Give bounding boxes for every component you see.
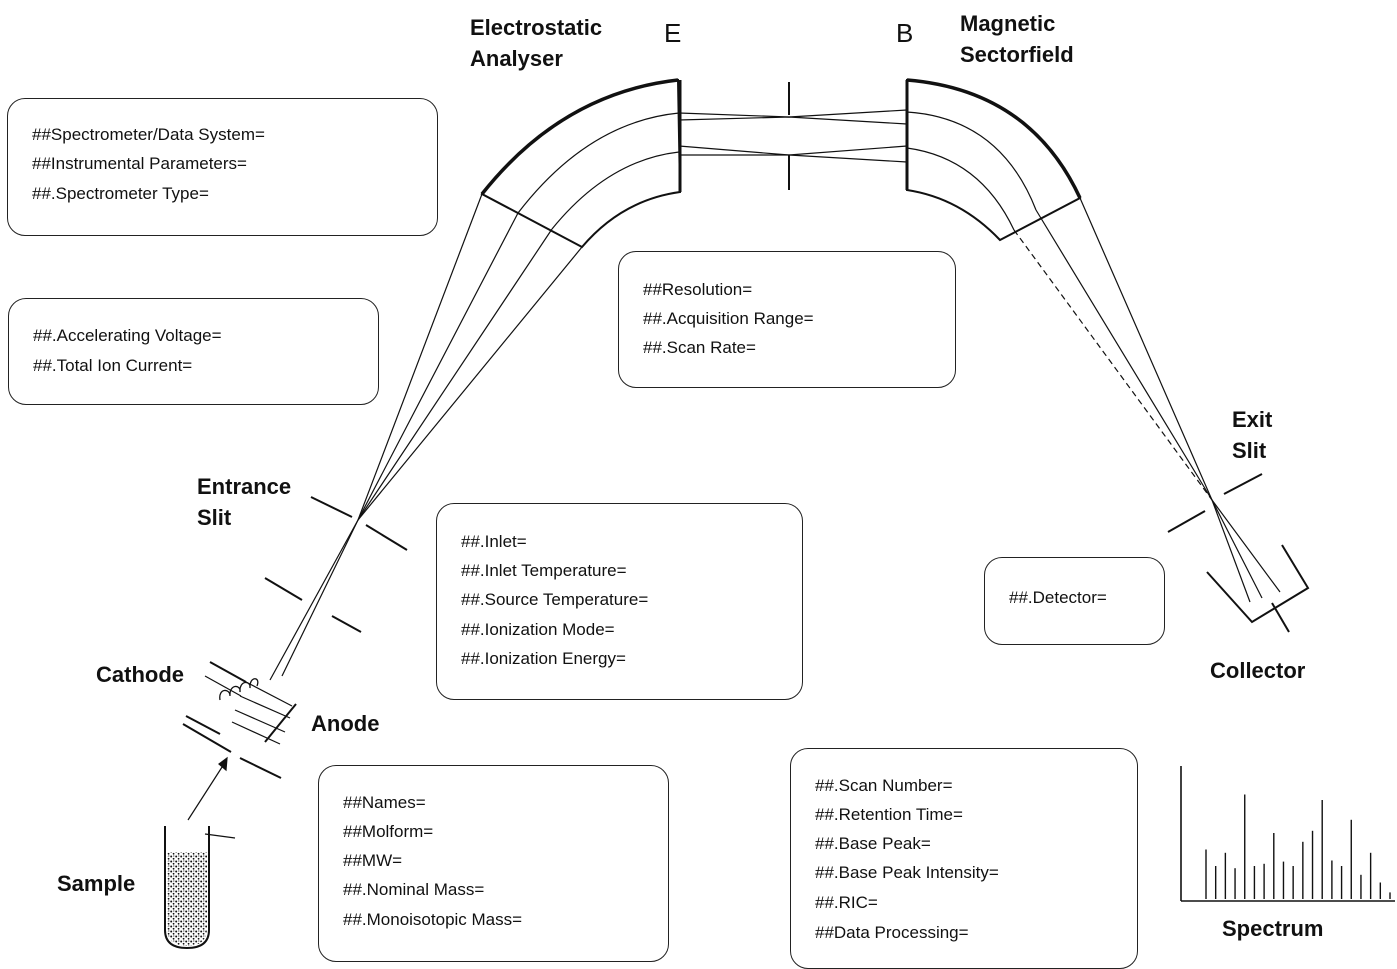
resolution-box: ##Resolution= ##.Acquisition Range= ##.S… [618, 251, 956, 388]
cathode-filament [219, 678, 259, 701]
label-line: Slit [197, 505, 232, 530]
spectrum-label: Spectrum [1222, 916, 1324, 941]
magnetic-sectorfield-label: Magnetic Sectorfield [960, 8, 1074, 70]
label-line: Entrance [197, 474, 292, 499]
spectrometer-type-field: ##.Spectrometer Type= [32, 184, 209, 203]
collector-label: Collector [1210, 658, 1306, 683]
names-field: ##Names= [343, 793, 426, 812]
label-line: Slit [1232, 438, 1267, 463]
mw-field: ##MW= [343, 851, 403, 870]
scan-box: ##.Scan Number= ##.Retention Time= ##.Ba… [790, 748, 1138, 969]
accelerating-voltage-field: ##.Accelerating Voltage= [33, 326, 222, 345]
label-line: Analyser [470, 46, 563, 71]
entrance-slit [310, 496, 353, 518]
detector-box: ##.Detector= [984, 557, 1165, 645]
sample-tube [164, 826, 210, 950]
source-temperature-field: ##.Source Temperature= [461, 590, 649, 609]
electrostatic-analyser-label: Electrostatic Analyser [470, 12, 602, 74]
exit-slit-label: Exit Slit [1232, 404, 1272, 466]
anode-plate [264, 703, 297, 743]
spectrum-plot [1180, 766, 1395, 902]
label-line: Magnetic [960, 11, 1056, 36]
nominal-mass-field: ##.Nominal Mass= [343, 880, 485, 899]
label-line: Sectorfield [960, 42, 1074, 67]
voltage-box: ##.Accelerating Voltage= ##.Total Ion Cu… [8, 298, 379, 405]
total-ion-current-field: ##.Total Ion Current= [33, 356, 193, 375]
retention-time-field: ##.Retention Time= [815, 805, 963, 824]
scan-number-field: ##.Scan Number= [815, 776, 953, 795]
data-processing-field: ##Data Processing= [815, 923, 969, 942]
electrostatic-analyser [480, 78, 682, 249]
label-line: Electrostatic [470, 15, 603, 40]
names-box: ##Names= ##Molform= ##MW= ##.Nominal Mas… [318, 765, 669, 962]
spectrometer-field: ##Spectrometer/Data System= [32, 125, 265, 144]
collector-cup [1206, 544, 1310, 624]
instrumental-parameters-field: ##Instrumental Parameters= [32, 154, 247, 173]
base-peak-intensity-field: ##.Base Peak Intensity= [815, 863, 999, 882]
monoisotopic-mass-field: ##.Monoisotopic Mass= [343, 910, 523, 929]
sample-label: Sample [57, 871, 136, 896]
resolution-field: ##Resolution= [643, 280, 753, 299]
base-peak-field: ##.Base Peak= [815, 834, 931, 853]
acquisition-range-field: ##.Acquisition Range= [643, 309, 814, 328]
b-symbol: B [896, 18, 914, 48]
inlet-temperature-field: ##.Inlet Temperature= [461, 561, 627, 580]
inlet-field: ##.Inlet= [461, 532, 527, 551]
inlet-box: ##.Inlet= ##.Inlet Temperature= ##.Sourc… [436, 503, 803, 700]
ionization-mode-field: ##.Ionization Mode= [461, 620, 615, 639]
exit-slit [1167, 510, 1206, 533]
entrance-slit-label: Entrance Slit [197, 471, 291, 533]
anode-label: Anode [311, 711, 380, 736]
ric-field: ##.RIC= [815, 893, 878, 912]
ionization-energy-field: ##.Ionization Energy= [461, 649, 626, 668]
spectrometer-box: ##Spectrometer/Data System= ##Instrument… [7, 98, 438, 236]
e-symbol: E [664, 18, 682, 48]
molform-field: ##Molform= [343, 822, 434, 841]
label-line: Exit [1232, 407, 1273, 432]
detector-field: ##.Detector= [1009, 588, 1107, 607]
cathode-label: Cathode [96, 662, 184, 687]
scan-rate-field: ##.Scan Rate= [643, 338, 756, 357]
